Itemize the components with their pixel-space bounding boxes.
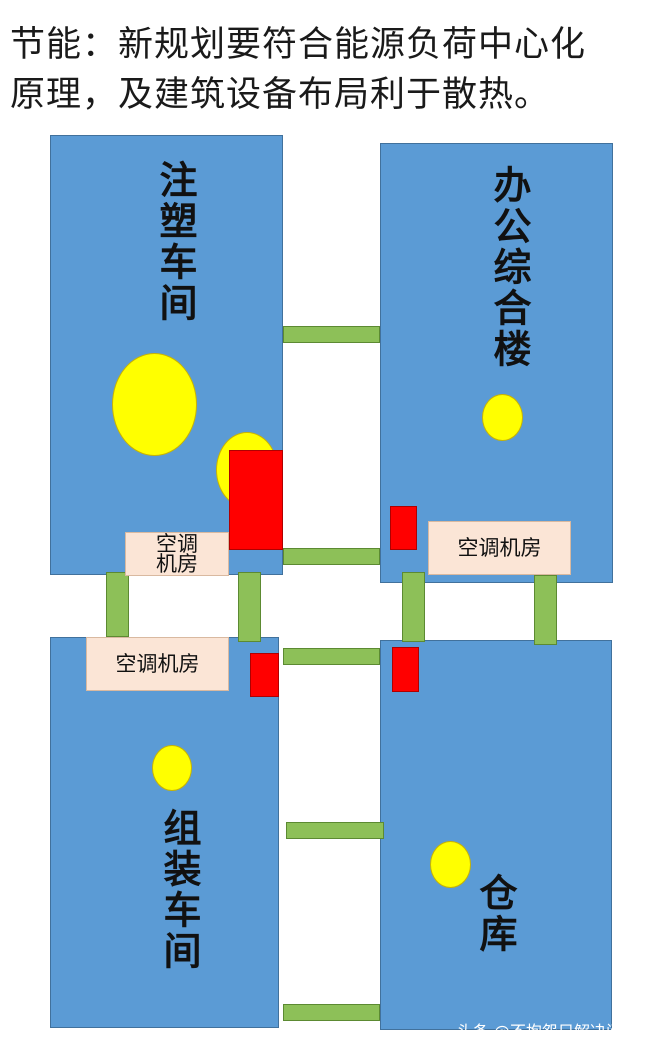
- ac-room-label: 空调机房: [86, 637, 229, 691]
- bridge-connector: [283, 548, 380, 565]
- assembly-workshop-building: [50, 637, 279, 1028]
- ac-room-label: 空调机房: [428, 521, 571, 575]
- equipment-block: [229, 450, 283, 550]
- bridge-connector: [286, 822, 384, 839]
- equipment-block: [250, 653, 279, 697]
- equipment-block: [390, 506, 417, 550]
- bridge-connector: [283, 1004, 380, 1021]
- watermark: 头条 @不抱怨只解决问题: [456, 1022, 638, 1041]
- injection-workshop-label: 注塑车间: [153, 160, 197, 324]
- ac-room-label-line1: 空调: [156, 532, 198, 556]
- bridge-connector: [283, 648, 380, 665]
- office-building: [380, 143, 613, 583]
- bridge-connector: [402, 572, 425, 642]
- bridge-connector: [283, 326, 380, 343]
- ac-room-label-line2: 机房: [156, 552, 198, 576]
- assembly-workshop-label: 组装车间: [157, 808, 201, 972]
- slide-title: 节能：新规划要符合能源负荷中心化 原理，及建筑设备布局利于散热。: [10, 20, 650, 120]
- energy-load-circle: [112, 353, 197, 456]
- energy-load-circle: [482, 394, 523, 441]
- title-line-2: 原理，及建筑设备布局利于散热。: [10, 75, 551, 115]
- bridge-connector: [106, 572, 129, 637]
- bridge-connector: [534, 575, 557, 645]
- energy-load-circle: [430, 841, 471, 888]
- title-line-1: 节能：新规划要符合能源负荷中心化: [10, 25, 587, 65]
- bridge-connector: [238, 572, 261, 642]
- equipment-block: [392, 647, 419, 692]
- warehouse-building: [380, 640, 612, 1030]
- office-building-label: 办公综合楼: [487, 165, 531, 370]
- energy-load-circle: [152, 745, 192, 791]
- warehouse-label: 仓库: [473, 873, 517, 955]
- ac-room-label: 空调 机房: [125, 532, 229, 576]
